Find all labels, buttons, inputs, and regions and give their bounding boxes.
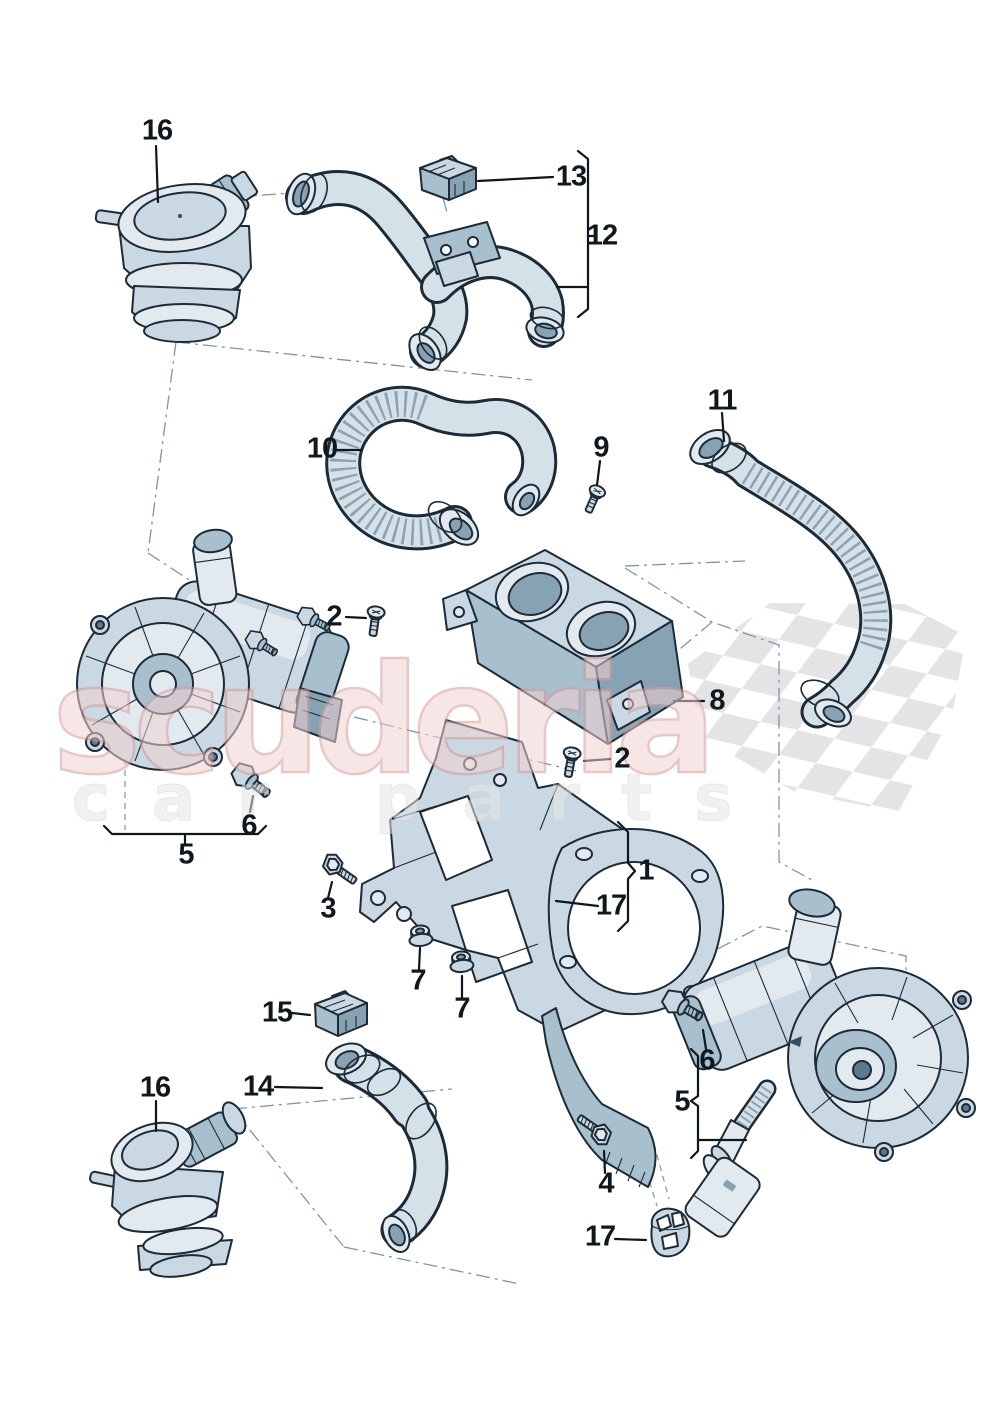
- construction-lines: [124, 192, 907, 1285]
- part-connector-15: [314, 990, 368, 1037]
- part-label-4: 4: [598, 1167, 614, 1200]
- part-label-17-mid: 17: [595, 889, 627, 922]
- watermark-brand-text: scuderia: [52, 634, 709, 808]
- part-label-7-b: 7: [454, 992, 470, 1025]
- part-label-2-mid: 2: [614, 742, 630, 775]
- part-corrugated-hose-10: [325, 385, 558, 551]
- part-label-8: 8: [709, 684, 725, 717]
- part-label-1: 1: [638, 854, 654, 887]
- part-label-16-top: 16: [141, 114, 173, 147]
- watermark-sub-text: car parts: [72, 762, 774, 836]
- part-bolt-3: [317, 849, 363, 890]
- part-label-5-right: 5: [674, 1085, 690, 1118]
- part-corrugated-hose-11: [689, 428, 893, 729]
- part-elbow-hose-14: [325, 1042, 449, 1253]
- part-label-15: 15: [261, 996, 293, 1029]
- part-label-10: 10: [306, 432, 338, 465]
- part-screw-9: [579, 482, 608, 517]
- brand-watermark: scuderia car parts: [51, 633, 774, 837]
- part-label-5-left: 5: [178, 838, 194, 871]
- part-label-6-left: 6: [241, 809, 257, 842]
- part-label-9: 9: [593, 431, 609, 464]
- part-label-14: 14: [242, 1070, 274, 1103]
- part-air-pump-left: [76, 528, 350, 771]
- part-sensor-13: [419, 155, 477, 201]
- part-combi-valve-bottom: [89, 1101, 247, 1278]
- part-mounting-bracket-1: [359, 719, 725, 1188]
- part-label-12: 12: [586, 219, 618, 252]
- part-clip-17: [650, 1207, 691, 1258]
- part-label-11: 11: [707, 384, 738, 417]
- part-combi-valve-top: [94, 170, 258, 343]
- part-label-3: 3: [320, 892, 336, 925]
- part-air-pump-right: [672, 888, 976, 1238]
- part-label-7-a: 7: [410, 964, 426, 997]
- part-label-16-bottom: 16: [139, 1071, 171, 1104]
- part-label-13: 13: [555, 160, 587, 193]
- callout-leader-lines: [102, 144, 748, 1242]
- part-screw-2-top: [363, 604, 387, 638]
- part-label-2-top: 2: [326, 600, 342, 633]
- part-label-6-right: 6: [699, 1044, 715, 1077]
- part-label-17-bottom: 17: [584, 1220, 616, 1253]
- part-silencer-8: [442, 549, 684, 745]
- part-pipe-assembly-12: [285, 170, 565, 372]
